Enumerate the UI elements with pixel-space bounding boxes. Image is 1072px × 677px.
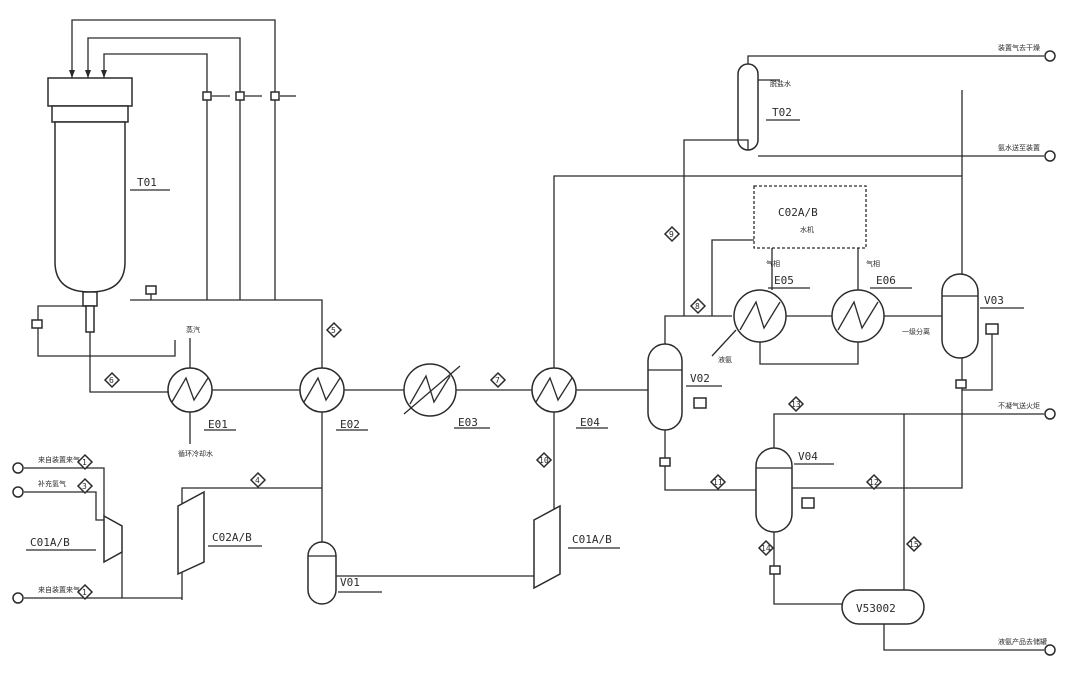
vessel-v03 [941,273,979,359]
inlet-connector [12,462,24,474]
svg-text:4: 4 [255,476,260,485]
vessel-v04 [755,447,793,533]
compressor-c02 [177,490,205,576]
exchanger-e01 [167,367,213,413]
svg-text:1: 1 [82,458,87,467]
svg-text:5: 5 [331,326,336,335]
box-tag: C02A/B [778,206,818,219]
outlet-connector [1044,644,1056,656]
t02-tag: T02 [772,106,792,119]
exchanger-e03 [403,363,461,417]
steam-label: 蒸汽 [186,325,200,334]
v53-tag: V53002 [856,602,896,615]
svg-text:11: 11 [713,478,723,487]
svg-text:1: 1 [82,588,87,597]
out-t02-label: 氨水送至装置 [998,143,1040,152]
vessel-v02 [647,343,683,431]
exchanger-e05 [733,289,787,343]
vessel-v01 [307,541,337,605]
v01-tag: V01 [340,576,360,589]
c01-right-tag: C01A/B [572,533,612,546]
e06-tag: E06 [876,274,896,287]
v03-note: 一级分离 [902,327,930,336]
stream-diamonds: 1 3 1 4 5 6 7 8 9 10 11 12 13 14 15 [76,225,923,601]
out-right-label: 不凝气送火炬 [998,401,1040,410]
valve [659,457,671,467]
water-chiller-box [753,185,867,249]
gas-e06-label: 气相 [866,259,880,268]
cw-label: 循环冷却水 [178,449,213,458]
svg-text:6: 6 [109,376,114,385]
compressor-c01-right [533,504,561,590]
column-t02 [737,63,759,151]
outlet-connector [1044,50,1056,62]
e05-tag: E05 [774,274,794,287]
svg-text:14: 14 [761,544,771,553]
inlet-connector [12,592,24,604]
column-t01 [47,77,133,333]
inlet-connector [12,486,24,498]
e01-tag: E01 [208,418,228,431]
v04-tag: V04 [798,450,818,463]
c02-tag: C02A/B [212,531,252,544]
vessel-v53002 [841,589,925,625]
out-top-label: 装置气去干燥 [998,43,1040,52]
svg-text:15: 15 [909,540,919,549]
in1-label: 来自装置来气 [38,455,80,464]
valve [955,379,967,389]
gas-e05-label: 气相 [766,259,780,268]
svg-text:7: 7 [495,376,500,385]
in3-label: 来自装置来气 [38,585,80,594]
exchanger-e06 [831,289,885,343]
svg-text:8: 8 [695,302,700,311]
exchanger-e02 [299,367,345,413]
c01-left-tag: C01A/B [30,536,70,549]
e02-tag: E02 [340,418,360,431]
v03-tag: V03 [984,294,1004,307]
e03-tag: E03 [458,416,478,429]
t01-tag: T01 [137,176,157,189]
t01-top-lines [69,19,296,300]
e04-tag: E04 [580,416,600,429]
valve [145,285,157,295]
box-sub: 水机 [800,225,814,234]
outlet-connector [1044,150,1056,162]
in2-label: 补充氢气 [38,479,66,488]
out-bottom-label: 液氨产品去储罐 [998,637,1047,646]
v02-tag: V02 [690,372,710,385]
valve [31,319,43,329]
valve [769,565,781,575]
svg-text:13: 13 [791,400,801,409]
outlet-connector [1044,408,1056,420]
compressor-c01-left [103,514,123,564]
svg-text:12: 12 [869,478,879,487]
water-label: 脱盐水 [770,79,791,88]
exchanger-e04 [531,367,577,413]
svg-text:9: 9 [669,230,674,239]
svg-text:10: 10 [539,456,549,465]
liq-e05-label: 液氨 [718,355,732,364]
svg-text:3: 3 [82,482,87,491]
